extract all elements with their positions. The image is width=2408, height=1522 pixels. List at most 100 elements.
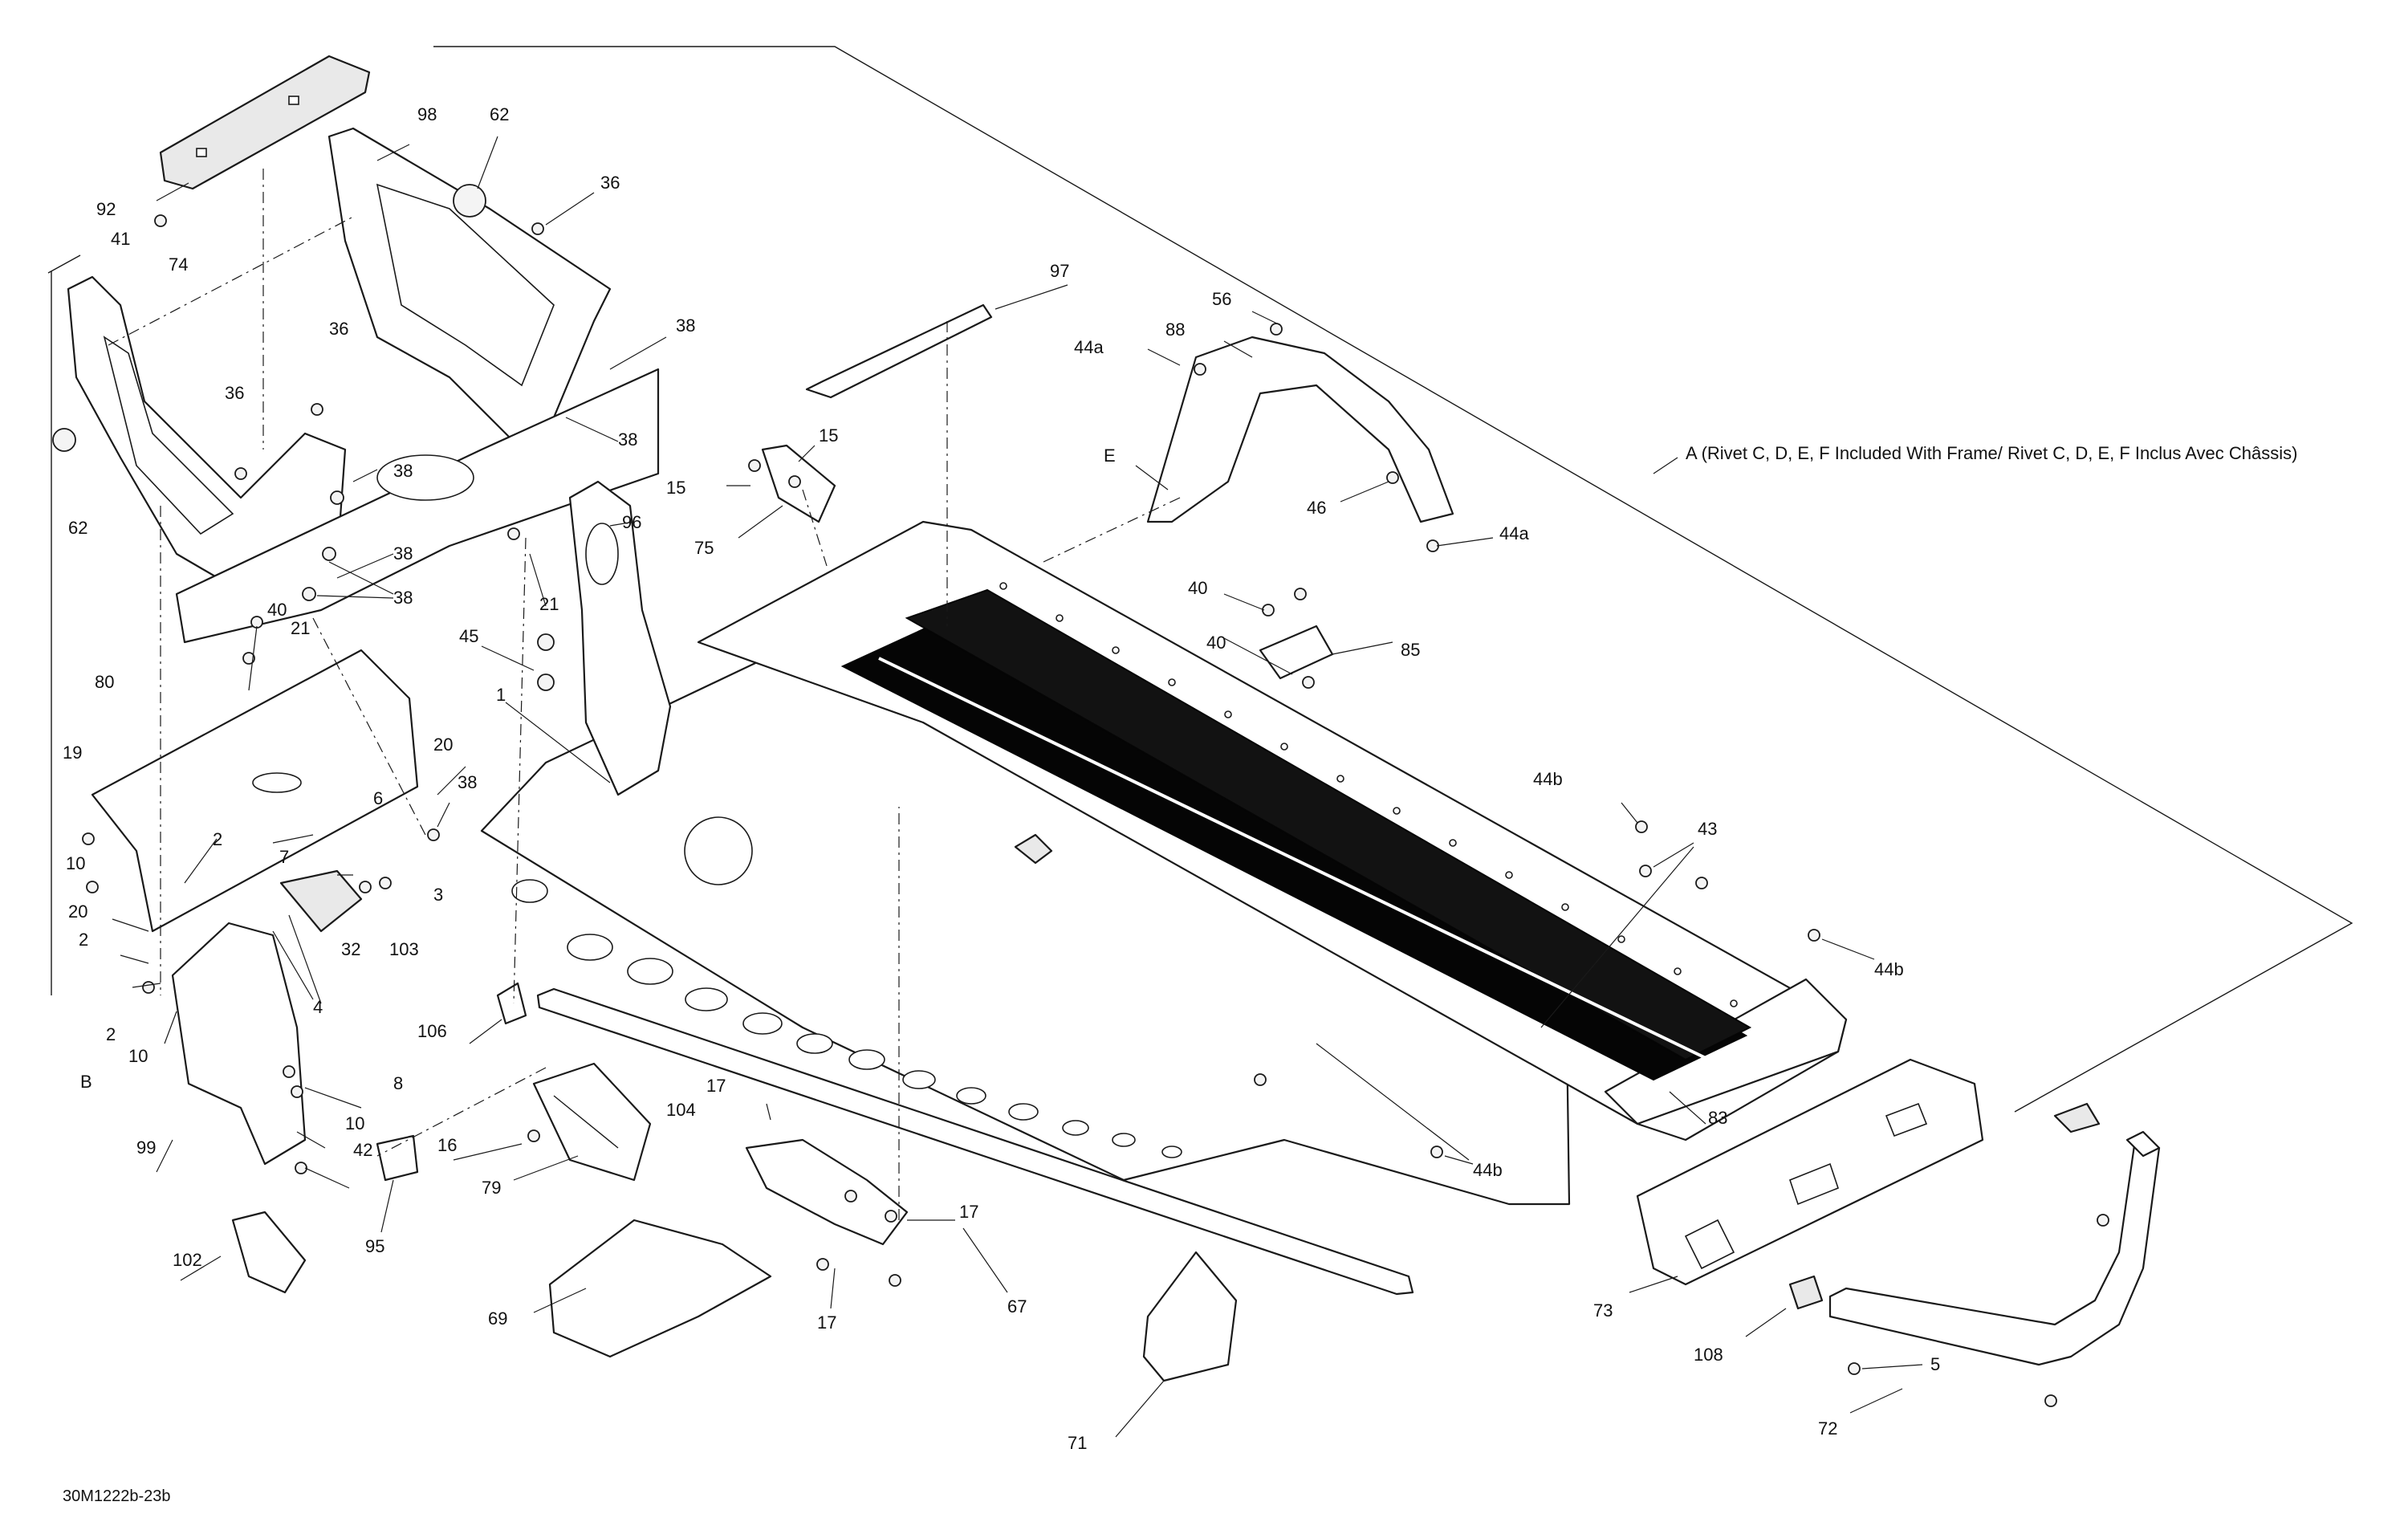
label-102: 102 <box>173 1250 202 1270</box>
label-17-top: 17 <box>706 1076 726 1096</box>
label-72: 72 <box>1818 1418 1837 1439</box>
label-85: 85 <box>1401 640 1420 660</box>
label-88: 88 <box>1165 319 1185 340</box>
label-38-f: 38 <box>458 772 477 792</box>
bracket-102 <box>231 1211 307 1294</box>
bracket-80 <box>91 649 419 933</box>
label-99: 99 <box>136 1137 156 1158</box>
label-e: E <box>1104 446 1116 466</box>
label-67: 67 <box>1007 1296 1027 1316</box>
label-42: 42 <box>353 1140 372 1160</box>
label-80: 80 <box>95 672 114 692</box>
label-44a-right: 44a <box>1499 523 1529 543</box>
label-2-low: 2 <box>106 1024 116 1044</box>
steering-support-92 <box>159 55 371 190</box>
label-83: 83 <box>1708 1108 1727 1128</box>
label-74: 74 <box>169 254 188 275</box>
runner-67 <box>536 987 1414 1296</box>
deflector-71 <box>1142 1251 1238 1382</box>
label-44b-right: 44b <box>1874 959 1904 979</box>
label-38-e: 38 <box>393 588 413 608</box>
bracket-108 <box>1788 1275 1824 1310</box>
label-104: 104 <box>666 1100 696 1120</box>
label-69: 69 <box>488 1308 507 1329</box>
callout-labels: 92 41 74 98 62 36 36 36 38 38 38 38 38 3… <box>63 104 1940 1453</box>
assembly-boundary-a <box>47 46 2353 1113</box>
label-40-top: 40 <box>1188 578 1207 598</box>
label-97: 97 <box>1050 261 1069 281</box>
bracket-106 <box>496 982 527 1025</box>
label-32: 32 <box>341 939 360 959</box>
rear-crossmember-73 <box>1636 1058 1984 1286</box>
label-20-left: 20 <box>68 901 87 922</box>
label-8: 8 <box>393 1073 403 1093</box>
assembly-lines <box>108 169 1181 1220</box>
label-40-left: 40 <box>267 600 287 620</box>
label-40-low: 40 <box>1206 633 1226 653</box>
label-5: 5 <box>1930 1354 1940 1374</box>
label-10-top: 10 <box>66 853 85 873</box>
label-19: 19 <box>63 743 82 763</box>
label-62-top: 62 <box>490 104 509 124</box>
label-79: 79 <box>482 1178 501 1198</box>
label-45: 45 <box>459 626 478 646</box>
label-95: 95 <box>365 1236 384 1256</box>
rail-97 <box>805 303 993 399</box>
label-36-mid: 36 <box>329 319 348 339</box>
label-108: 108 <box>1694 1345 1723 1365</box>
label-43: 43 <box>1698 819 1717 839</box>
step-79 <box>532 1062 652 1182</box>
guard-69 <box>548 1219 772 1358</box>
front-frame-74 <box>52 275 347 612</box>
label-44b-low: 44b <box>1473 1160 1503 1180</box>
label-96: 96 <box>622 512 641 532</box>
label-98: 98 <box>417 104 437 124</box>
label-44a-top: 44a <box>1074 337 1104 357</box>
label-7: 7 <box>279 847 289 867</box>
column-96 <box>568 480 672 796</box>
label-20-mid: 20 <box>433 735 453 755</box>
label-75: 75 <box>694 538 714 558</box>
label-10-low: 10 <box>345 1113 364 1133</box>
label-41: 41 <box>111 229 130 249</box>
label-15-top: 15 <box>819 425 838 446</box>
label-44b-top: 44b <box>1533 769 1563 789</box>
label-92: 92 <box>96 199 116 219</box>
label-17-right: 17 <box>959 1202 978 1222</box>
bracket-104 <box>745 1138 909 1246</box>
label-62-left: 62 <box>68 518 87 538</box>
label-56: 56 <box>1212 289 1231 309</box>
label-106: 106 <box>417 1021 447 1041</box>
bumper-72 <box>1828 1102 2161 1366</box>
label-1: 1 <box>496 685 506 705</box>
label-73: 73 <box>1593 1300 1613 1321</box>
assembly-note-a: A (Rivet C, D, E, F Included With Frame/… <box>1686 443 2297 463</box>
label-38-a: 38 <box>676 315 695 336</box>
label-38-d: 38 <box>393 543 413 564</box>
label-17-low: 17 <box>817 1312 836 1333</box>
upper-plate <box>175 368 660 644</box>
label-b: B <box>80 1072 92 1092</box>
label-38-c: 38 <box>393 461 413 481</box>
drawing-code: 30M1222b-23b <box>63 1487 171 1505</box>
leader-lines <box>112 136 1923 1438</box>
label-21-mid: 21 <box>539 594 559 614</box>
label-21-left: 21 <box>291 618 310 638</box>
plate-95 <box>376 1134 419 1182</box>
front-frame-98 <box>327 127 612 443</box>
label-36-left: 36 <box>225 383 244 403</box>
label-103: 103 <box>389 939 419 959</box>
label-3: 3 <box>433 885 443 905</box>
lower-bracket-99 <box>171 869 363 1166</box>
label-2-mid: 2 <box>79 930 88 950</box>
bracket-85 <box>1259 625 1334 680</box>
label-71: 71 <box>1068 1433 1087 1453</box>
label-36-top: 36 <box>600 173 620 193</box>
fasteners <box>82 214 2109 1407</box>
label-4: 4 <box>313 997 323 1017</box>
label-10-mid: 10 <box>128 1046 148 1066</box>
label-16: 16 <box>437 1135 457 1155</box>
label-2-top: 2 <box>213 829 222 849</box>
tunnel-chassis <box>480 520 1848 1206</box>
